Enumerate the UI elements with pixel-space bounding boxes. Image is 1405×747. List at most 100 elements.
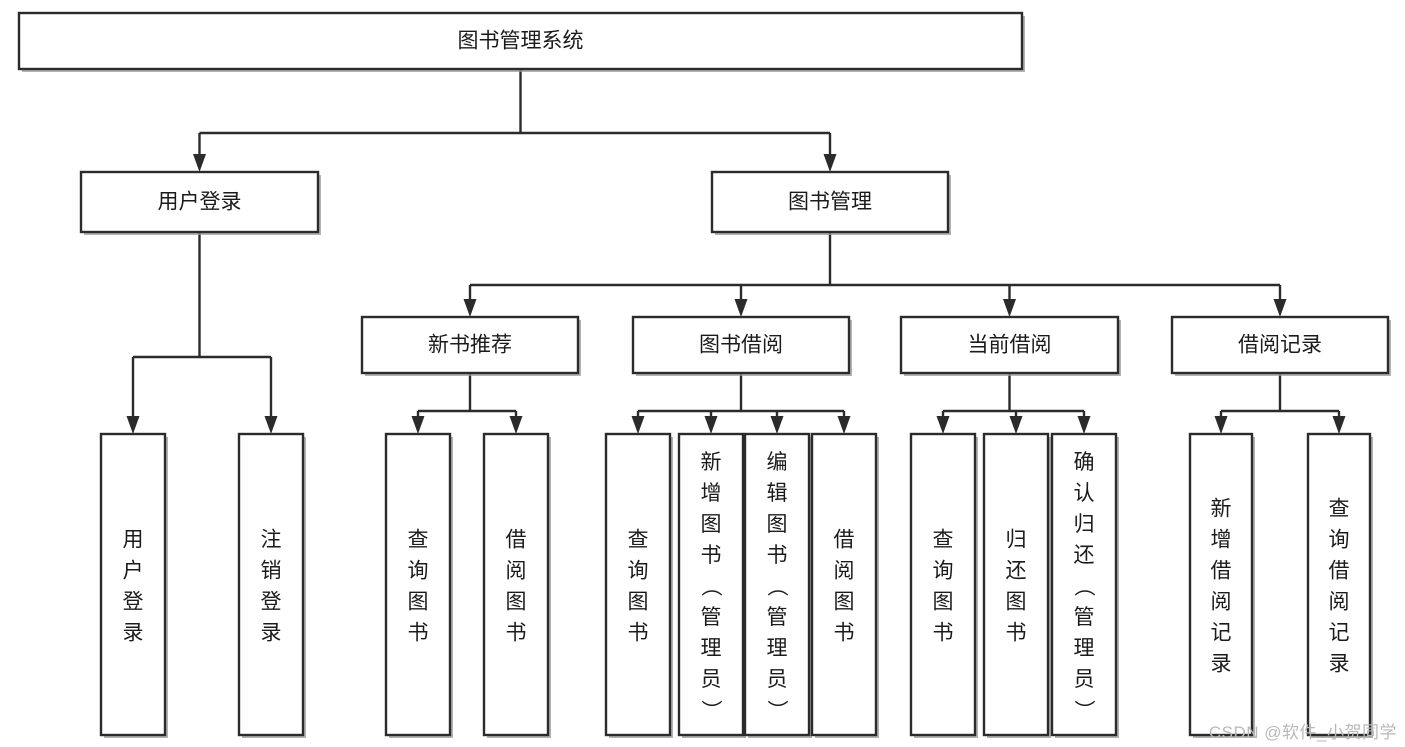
node-label-char: ） <box>1072 700 1095 721</box>
arrowhead-icon <box>837 416 851 434</box>
node-box <box>360 315 580 375</box>
node-label-char: （ <box>1072 576 1095 597</box>
node-label-char: 户 <box>123 560 144 583</box>
node-label-char: 用 <box>123 529 144 552</box>
node-label-char: 归 <box>1074 513 1095 536</box>
node-label: 借阅记录 <box>1238 334 1322 357</box>
node-box <box>482 432 550 737</box>
node-label-char: 理 <box>1074 637 1095 660</box>
node-label-char: 管 <box>767 606 788 629</box>
node-label: 用户登录 <box>158 191 242 214</box>
node-label: 图书管理 <box>788 191 872 214</box>
node-n-current-borrow[interactable]: 当前借阅 <box>899 315 1121 376</box>
node-label-char: 记 <box>1211 622 1232 645</box>
node-box <box>1188 432 1254 737</box>
node-box <box>604 432 672 737</box>
node-n-borrow-record[interactable]: 借阅记录 <box>1170 315 1391 376</box>
arrowhead-icon <box>770 416 784 434</box>
node-label-char: 借 <box>1329 560 1350 583</box>
node-box <box>677 432 745 737</box>
watermark-text: CSDN @软件_小贺同学 <box>1208 723 1397 742</box>
arrowhead-icon <box>1332 416 1346 434</box>
node-label-char: 图 <box>834 591 855 614</box>
nodes-layer: 图书管理系统用户登录图书管理新书推荐图书借阅当前借阅借阅记录用户登录注销登录查询… <box>17 11 1391 738</box>
node-label-char: 辑 <box>767 482 788 505</box>
node-label: 当前借阅 <box>968 334 1052 357</box>
node-label-char: 图 <box>506 591 527 614</box>
arrowhead-icon <box>126 416 140 434</box>
node-label-char: 录 <box>1329 653 1350 676</box>
arrowhead-icon <box>1273 299 1287 317</box>
node-box <box>237 432 305 737</box>
node-label-char: 图 <box>1006 591 1027 614</box>
node-label-char: 图 <box>767 513 788 536</box>
node-label-char: 书 <box>767 544 788 567</box>
node-label-char: 询 <box>408 560 429 583</box>
node-label-char: 理 <box>701 637 722 660</box>
node-n-user-login[interactable]: 用户登录 <box>79 170 321 235</box>
arrowhead-icon <box>936 416 950 434</box>
node-label-char: 新 <box>1211 498 1232 521</box>
arrowhead-icon <box>1003 299 1016 317</box>
node-label-char: 书 <box>628 622 649 645</box>
node-box <box>79 170 320 234</box>
node-label-char: 员 <box>701 668 722 691</box>
node-label-char: 查 <box>408 529 429 552</box>
node-label-char: ） <box>699 700 722 721</box>
arrowhead-icon <box>463 299 477 317</box>
node-n-book-manage[interactable]: 图书管理 <box>710 170 951 235</box>
node-label-char: 销 <box>261 560 282 583</box>
node-label-char: 录 <box>261 622 282 645</box>
node-root[interactable]: 图书管理系统 <box>17 11 1025 72</box>
node-label-char: ） <box>765 700 788 721</box>
node-n-new-book-rec[interactable]: 新书推荐 <box>360 315 581 376</box>
node-label-char: 阅 <box>1211 591 1232 614</box>
node-box <box>810 432 878 737</box>
node-label-char: （ <box>765 576 788 597</box>
node-label-char: 查 <box>628 529 649 552</box>
arrowhead-icon <box>1009 416 1023 434</box>
node-label-char: 图 <box>628 591 649 614</box>
node-label-char: 询 <box>1329 529 1350 552</box>
arrowhead-icon <box>704 416 718 434</box>
node-l-user-login[interactable]: 用户登录 <box>99 432 168 738</box>
node-label-char: 记 <box>1329 622 1350 645</box>
node-box <box>631 315 851 375</box>
edges-layer <box>126 69 1346 434</box>
arrowhead-icon <box>193 154 206 172</box>
node-box <box>743 432 811 737</box>
node-n-book-borrow[interactable]: 图书借阅 <box>631 315 852 376</box>
node-label-char: 书 <box>408 622 429 645</box>
node-label-char: 管 <box>701 606 722 629</box>
node-label-char: 询 <box>628 560 649 583</box>
node-label-char: 认 <box>1074 482 1095 505</box>
node-box <box>1050 432 1118 737</box>
node-label-char: 管 <box>1074 606 1095 629</box>
node-label-char: 增 <box>1211 529 1232 552</box>
